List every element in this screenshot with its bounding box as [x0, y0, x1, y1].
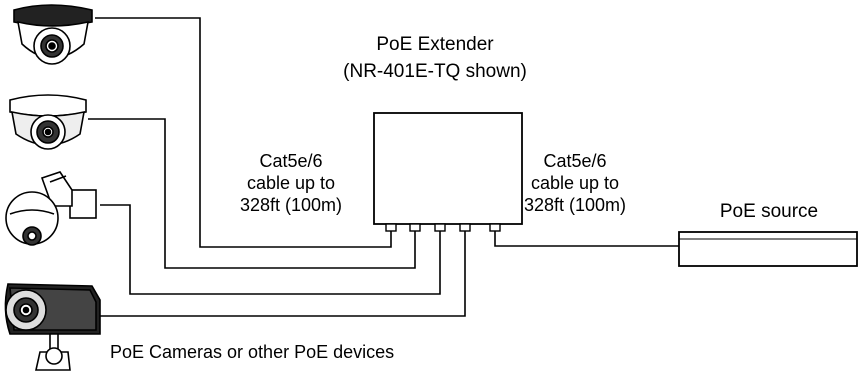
dome-camera-icon — [13, 4, 93, 65]
port-2 — [409, 223, 421, 232]
dome-camera-icon — [9, 94, 87, 150]
cable-spec-left: Cat5e/6 cable up to 328ft (100m) — [226, 150, 356, 216]
ptz-camera-icon — [5, 171, 97, 246]
port-3 — [434, 223, 446, 232]
port-4 — [459, 223, 471, 232]
poe-source-label: PoE source — [719, 201, 819, 222]
cable-spec-line: 328ft (100m) — [523, 195, 627, 215]
cable-lines — [88, 17, 680, 317]
bullet-camera-icon — [4, 283, 101, 371]
port-uplink — [489, 223, 501, 232]
cable-camera-1 — [95, 17, 392, 248]
extender-ports — [385, 223, 501, 232]
cable-extender-source — [494, 224, 680, 247]
cable-spec-right: Cat5e/6 cable up to 328ft (100m) — [510, 150, 640, 216]
extender-title: PoE Extender — [376, 34, 494, 55]
cable-camera-2 — [88, 118, 416, 269]
devices-label: PoE Cameras or other PoE devices — [110, 342, 395, 362]
cable-spec-line: cable up to — [530, 173, 620, 193]
cable-spec-line: Cat5e/6 — [543, 151, 607, 171]
cable-spec-line: 328ft (100m) — [239, 195, 343, 215]
extender-model: (NR-401E-TQ shown) — [343, 61, 527, 82]
cable-spec-line: Cat5e/6 — [259, 151, 323, 171]
poe-extender-box — [373, 112, 523, 225]
port-1 — [385, 223, 397, 232]
poe-source-device — [678, 231, 858, 267]
cable-camera-3 — [100, 204, 441, 295]
cable-spec-line: cable up to — [246, 173, 336, 193]
cable-camera-4 — [100, 224, 466, 317]
